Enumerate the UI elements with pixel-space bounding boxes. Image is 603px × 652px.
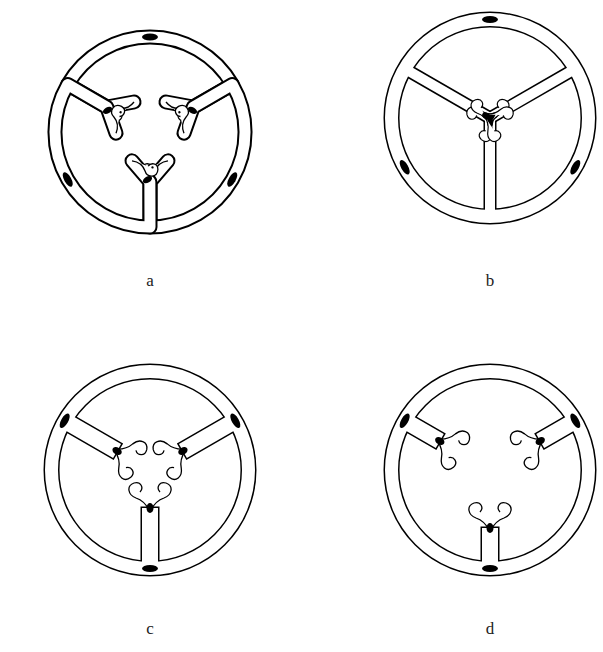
figure-letter: b [486, 272, 495, 289]
parietal-ovary [385, 365, 595, 575]
axile-ovary [385, 13, 595, 223]
figure-letter: c [146, 620, 154, 637]
figure-letter: a [146, 272, 154, 289]
figure-letter: d [486, 620, 495, 637]
partly-septate-ovary [45, 365, 255, 575]
free-carpels [24, 34, 277, 253]
